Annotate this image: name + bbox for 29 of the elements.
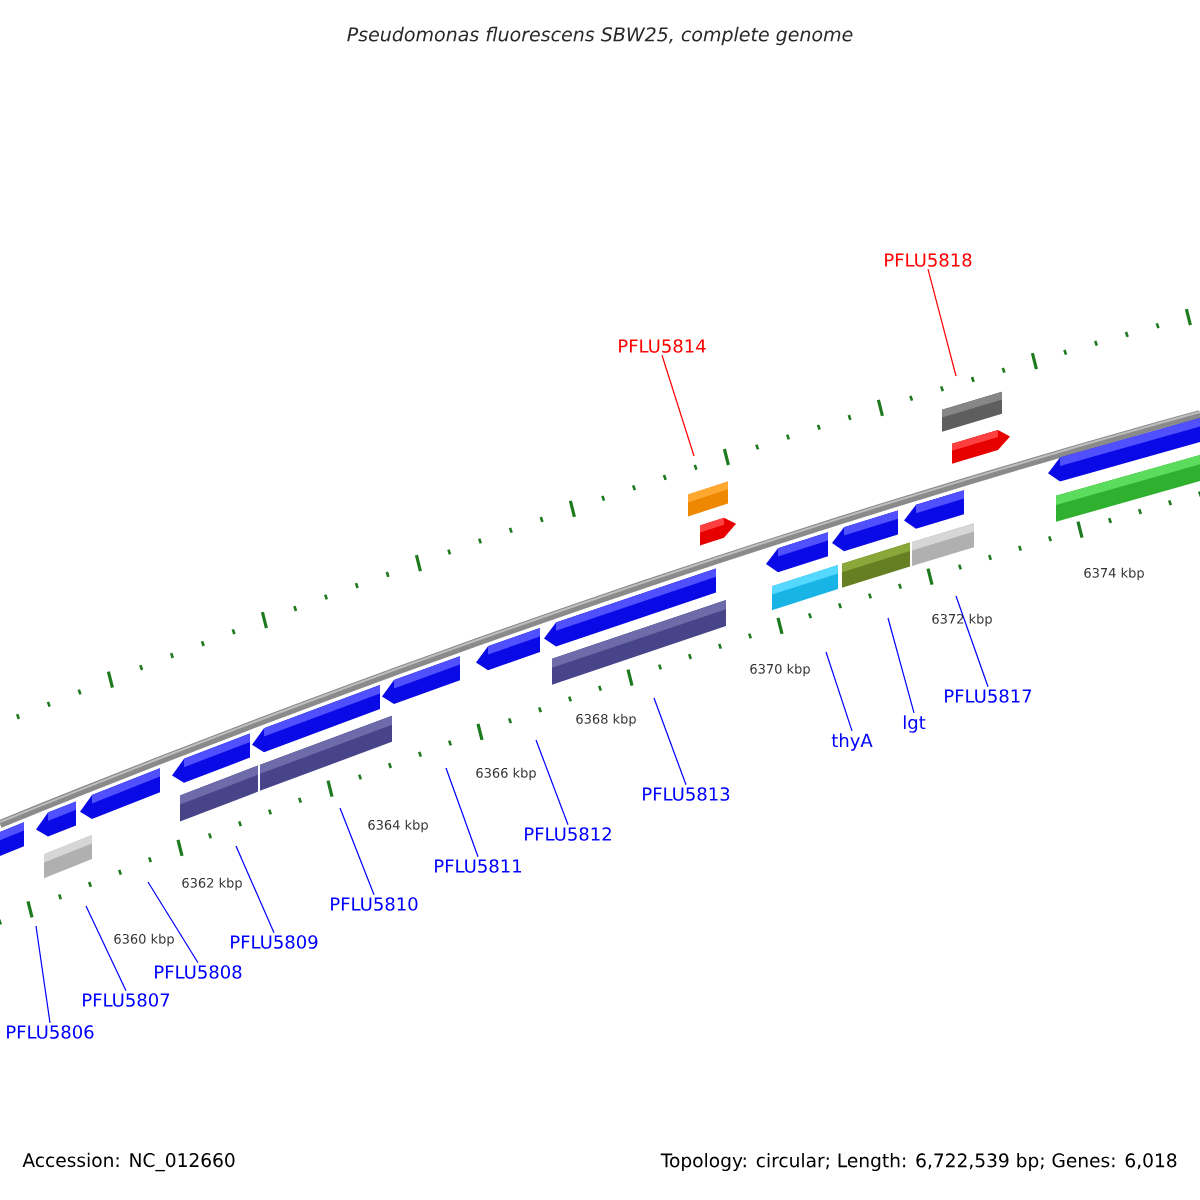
- leader-line: [535, 739, 569, 826]
- gene-label: thyA: [831, 733, 873, 751]
- gene-label: PFLU5812: [525, 827, 611, 841]
- leader-line: [825, 651, 853, 732]
- gene-label: PFLU5814: [619, 339, 706, 353]
- leader-line: [927, 268, 957, 377]
- gene-label: PFLU5811: [435, 859, 521, 873]
- gene-label: PFLU5810: [331, 897, 418, 911]
- leader-line: [887, 617, 915, 714]
- leader-line: [445, 767, 479, 858]
- gene-label: PFLU5807: [83, 993, 170, 1007]
- leader-line: [653, 697, 687, 786]
- leader-line: [661, 354, 695, 457]
- gene-label: lgt: [903, 715, 926, 733]
- leader-line: [955, 595, 989, 688]
- leader-line: [235, 845, 275, 934]
- gene-label: PFLU5806: [7, 1025, 94, 1039]
- gene-label: PFLU5808: [155, 965, 242, 979]
- leader-line: [339, 807, 375, 896]
- leader-line: [147, 881, 199, 964]
- gene-label: PFLU5818: [885, 253, 972, 267]
- title: Pseudomonas fluorescens SBW25, complete genome: [347, 26, 853, 46]
- leader-line: [35, 925, 51, 1024]
- gene-label: PFLU5817: [945, 689, 1032, 703]
- footer-text: Topology: circular; Length: 6,722,539 bp; Genes: 6,018: [660, 1153, 1177, 1171]
- gene-label: PFLU5809: [231, 935, 318, 949]
- footer-text: Accession: NC_012660: [22, 1152, 235, 1172]
- gene-label: PFLU5813: [643, 787, 730, 801]
- leader-line: [85, 905, 127, 992]
